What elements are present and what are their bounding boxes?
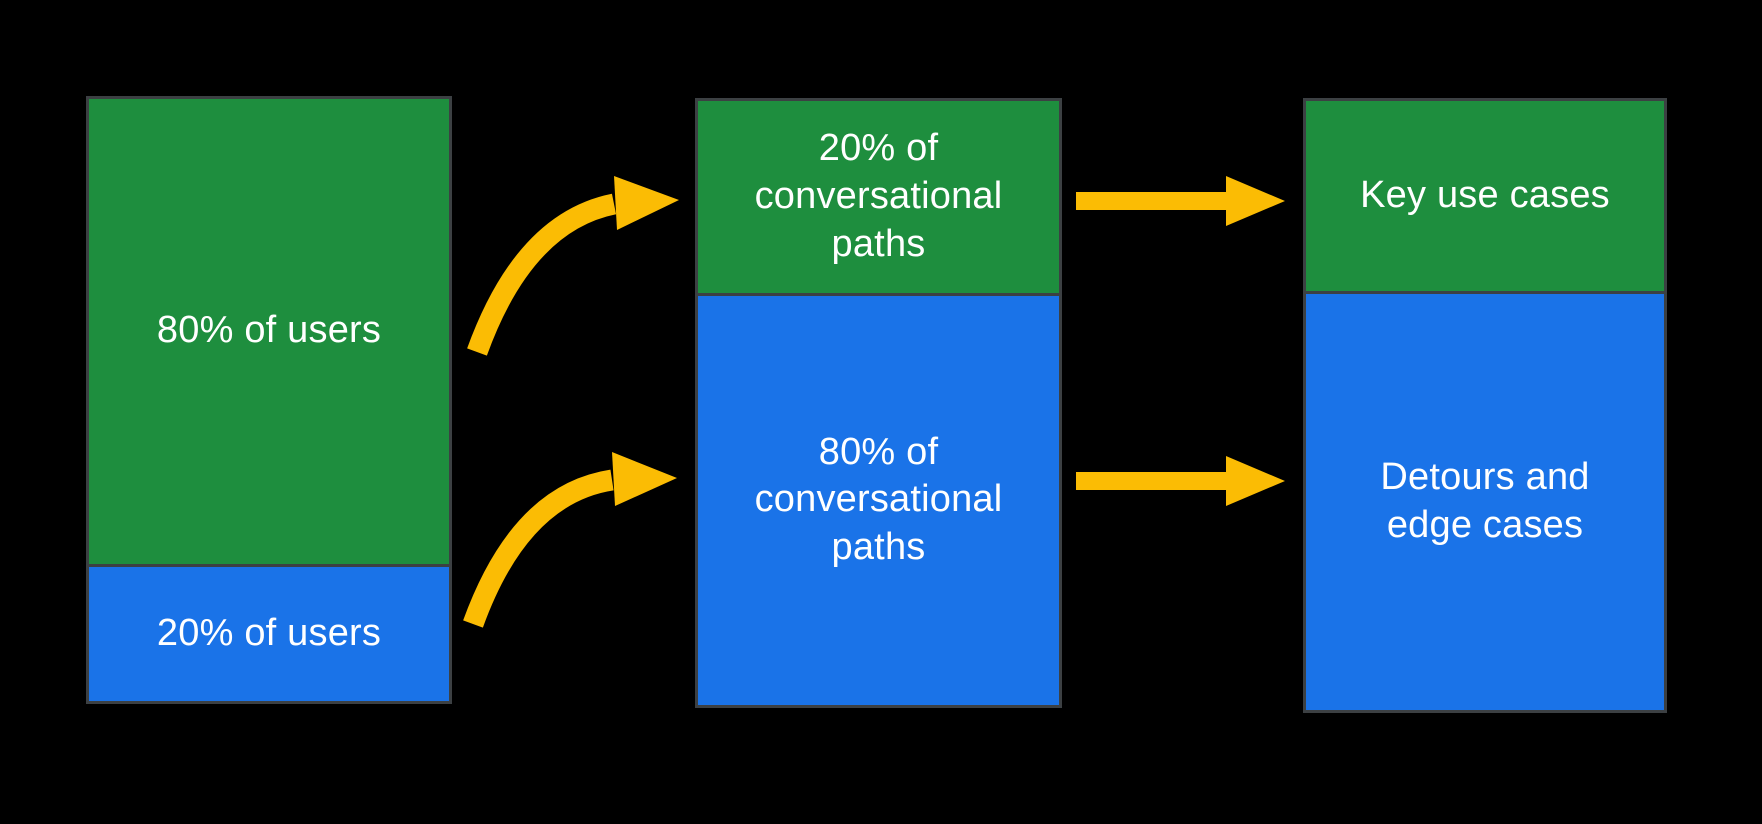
segment-key-use-cases: Key use cases [1306,101,1664,292]
segment-paths-20pct: 20% of conversational paths [698,101,1059,293]
straight-arrow-icon-bottom [1076,456,1285,506]
segment-users-80pct: 80% of users [89,99,449,564]
segment-key-use-cases-label: Key use cases [1360,174,1610,217]
segment-users-20pct-label: 20% of users [156,611,382,654]
bar-conversational-paths: 20% of conversational paths 80% of conve… [695,98,1062,708]
segment-users-80pct-label: 80% of users [156,309,382,352]
segment-users-20pct: 20% of users [89,563,449,701]
curved-arrow-icon-top [467,176,679,356]
bar-use-cases: Key use cases Detours and edge cases [1303,98,1667,713]
segment-detours-edge-cases-label: Detours and edge cases [1380,456,1590,547]
segment-paths-20pct-label: 20% of conversational paths [754,127,1003,265]
segment-detours-edge-cases: Detours and edge cases [1306,291,1664,710]
straight-arrow-icon-top [1076,176,1285,226]
bar-users: 80% of users 20% of users [86,96,452,704]
curved-arrow-icon-bottom [463,452,677,628]
segment-paths-80pct-label: 80% of conversational paths [754,430,1003,569]
segment-paths-80pct: 80% of conversational paths [698,292,1059,705]
